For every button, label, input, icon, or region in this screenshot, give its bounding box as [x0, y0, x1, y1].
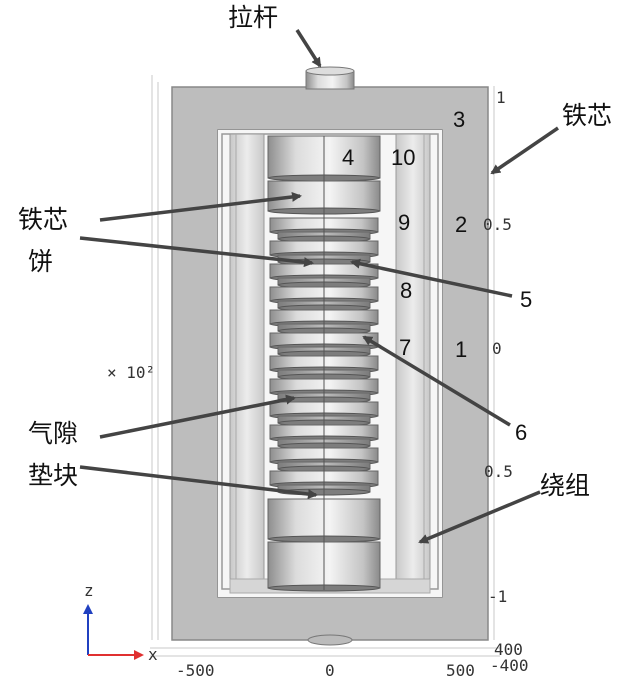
gap-block-arrow-top [99, 394, 296, 439]
depth-tick-400: 400 [494, 640, 523, 659]
region-number-5: 5 [520, 287, 532, 312]
region-number-7: 7 [399, 335, 411, 360]
winding-arrow [418, 490, 541, 544]
iron-core-label: 铁芯 [562, 101, 612, 130]
right-tick-1: 1 [496, 88, 506, 107]
pull-rod [305, 66, 355, 646]
core-cake-arrow-top [99, 191, 302, 222]
region-5-arrow [350, 258, 513, 298]
right-tick-0: 0 [492, 339, 502, 358]
pull-rod-label: 拉杆 [228, 3, 278, 32]
region-number-4: 4 [342, 145, 354, 170]
axis-ticks: × 10² 1 0.5 0 0.5 -1 -500 0 500 400 -400 [107, 88, 529, 676]
right-tick-0-5: 0.5 [483, 215, 512, 234]
region-number-10: 10 [391, 145, 415, 170]
bottom-tick-neg-500: -500 [176, 661, 215, 676]
scale-label: × 10² [107, 363, 155, 382]
core-cake-label-line2: 饼 [28, 247, 53, 276]
region-number-3: 3 [453, 107, 465, 132]
region-number-8: 8 [400, 278, 412, 303]
pull-rod-arrow [295, 29, 322, 68]
gap-block-label-line1: 气隙 [28, 419, 78, 448]
region-number-2: 2 [455, 212, 467, 237]
x-axis-label: x [148, 645, 158, 664]
callout-labels: 拉杆 铁芯 铁芯 饼 气隙 垫块 绕组 [18, 3, 612, 500]
right-tick-neg-0-5: 0.5 [484, 462, 513, 481]
iron-core-arrow [490, 126, 559, 175]
region-numbers: 1 2 3 4 5 6 7 8 9 10 [342, 107, 532, 445]
z-axis-label: z [84, 581, 94, 600]
bottom-tick-0: 0 [325, 661, 335, 676]
axis-triad: z x [83, 581, 158, 664]
callout-arrows [79, 29, 559, 544]
core-cake-arrow-bottom [79, 236, 314, 268]
bottom-tick-500: 500 [446, 661, 475, 676]
region-number-6: 6 [515, 420, 527, 445]
right-tick-neg-1: -1 [488, 587, 507, 606]
gap-block-arrow-bottom [79, 465, 318, 500]
region-number-9: 9 [398, 210, 410, 235]
region-number-1: 1 [455, 337, 467, 362]
depth-tick-neg-400: -400 [490, 656, 529, 675]
core-cake-label-line1: 铁芯 [18, 205, 68, 234]
grid-lines [150, 75, 500, 657]
winding-label: 绕组 [540, 471, 590, 500]
region-6-arrow [362, 335, 511, 427]
gap-block-label-line2: 垫块 [28, 461, 78, 490]
